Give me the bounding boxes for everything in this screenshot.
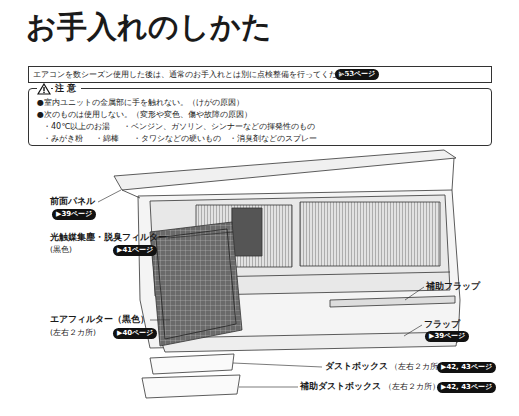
part-name: 前面パネル [50, 197, 95, 206]
leader-line [233, 363, 322, 367]
part-name: エアフィルター（黒色） [50, 315, 149, 324]
caution-box: 注意●室内ユニットの金属部に手を触れない。（けがの原因）●次のものは使用しない。… [28, 88, 492, 146]
page-ref-badge: ▶40ページ [113, 328, 157, 339]
part-name: 補助ダストボックス [300, 382, 381, 391]
leader-line [405, 287, 424, 300]
page-ref: ▶40ページ [117, 330, 153, 337]
leader-line [404, 325, 422, 336]
page-title: お手入れのしかた [26, 12, 272, 42]
warning-dot [43, 92, 45, 94]
caution-item: ・タワシなどの硬いもの [133, 135, 221, 143]
page-ref: ▶41ページ [117, 247, 153, 254]
caution-item: ・40℃以上のお湯 [43, 123, 110, 131]
caution-item: ●室内ユニットの金属部に手を触れない。（けがの原因） [37, 99, 244, 107]
part-name: 補助フラップ [426, 282, 480, 291]
part-note: (左右２カ所) [50, 329, 96, 337]
page-ref-badge: ▶41ページ [113, 245, 157, 256]
part-name: ダストボックス [325, 362, 388, 371]
page-ref: ▶42, 43ページ [441, 384, 492, 391]
dust-box [150, 354, 234, 374]
unit-body [138, 190, 460, 348]
page-ref: ▶39ページ [429, 333, 465, 340]
air-filter-frame [156, 229, 236, 339]
warning-triangle [38, 84, 50, 94]
notice-text: エアコンを数シーズン使用した後は、通常のお手入れとは別に点検整備を行ってください… [33, 71, 361, 79]
page-ref-badge: ▶42, 43ページ [437, 382, 496, 393]
page-ref: ▶42, 43ページ [441, 364, 492, 371]
page-ref: ▶39ページ [56, 211, 92, 218]
panel-arm [122, 190, 140, 198]
caution-item: ・みがき粉 [43, 135, 83, 143]
caution-item: ●次のものは使用しない。（変形や変色、傷や故障の原因） [37, 111, 252, 119]
part-name: 光触媒集塵・脱臭フィルター [50, 233, 167, 242]
part-note: （左右２カ所） [390, 363, 446, 371]
warning-mark [43, 87, 44, 91]
front-panel [114, 150, 456, 190]
auxiliary-flap [330, 296, 455, 307]
caution-item: ・ベンジン、ガソリン、シンナーなどの揮発性のもの [123, 123, 315, 131]
deodorizing-filter [232, 208, 262, 256]
page-ref-badge: ▶39ページ [52, 209, 96, 220]
auxiliary-dust-box [142, 375, 240, 398]
part-note: （左右２カ所） [384, 383, 440, 391]
warning-symbol [37, 83, 51, 95]
caution-item: ・消臭剤などのスプレー [229, 135, 317, 143]
leader-line [98, 190, 121, 202]
page-ref-badge: ▶39ページ [425, 331, 469, 342]
part-name: フラップ [424, 320, 460, 329]
leader-line [168, 232, 233, 238]
leader-line [150, 320, 170, 321]
part-note: (黒色) [50, 246, 72, 254]
heat-exchanger [300, 202, 440, 266]
panel-arm [452, 158, 454, 190]
caution-heading: 注意 [53, 84, 81, 93]
notice-box: ▶53ページエアコンを数シーズン使用した後は、通常のお手入れとは別に点検整備を行… [28, 66, 492, 83]
leader-line [239, 387, 298, 388]
caution-item: ・綿棒 [95, 135, 119, 143]
